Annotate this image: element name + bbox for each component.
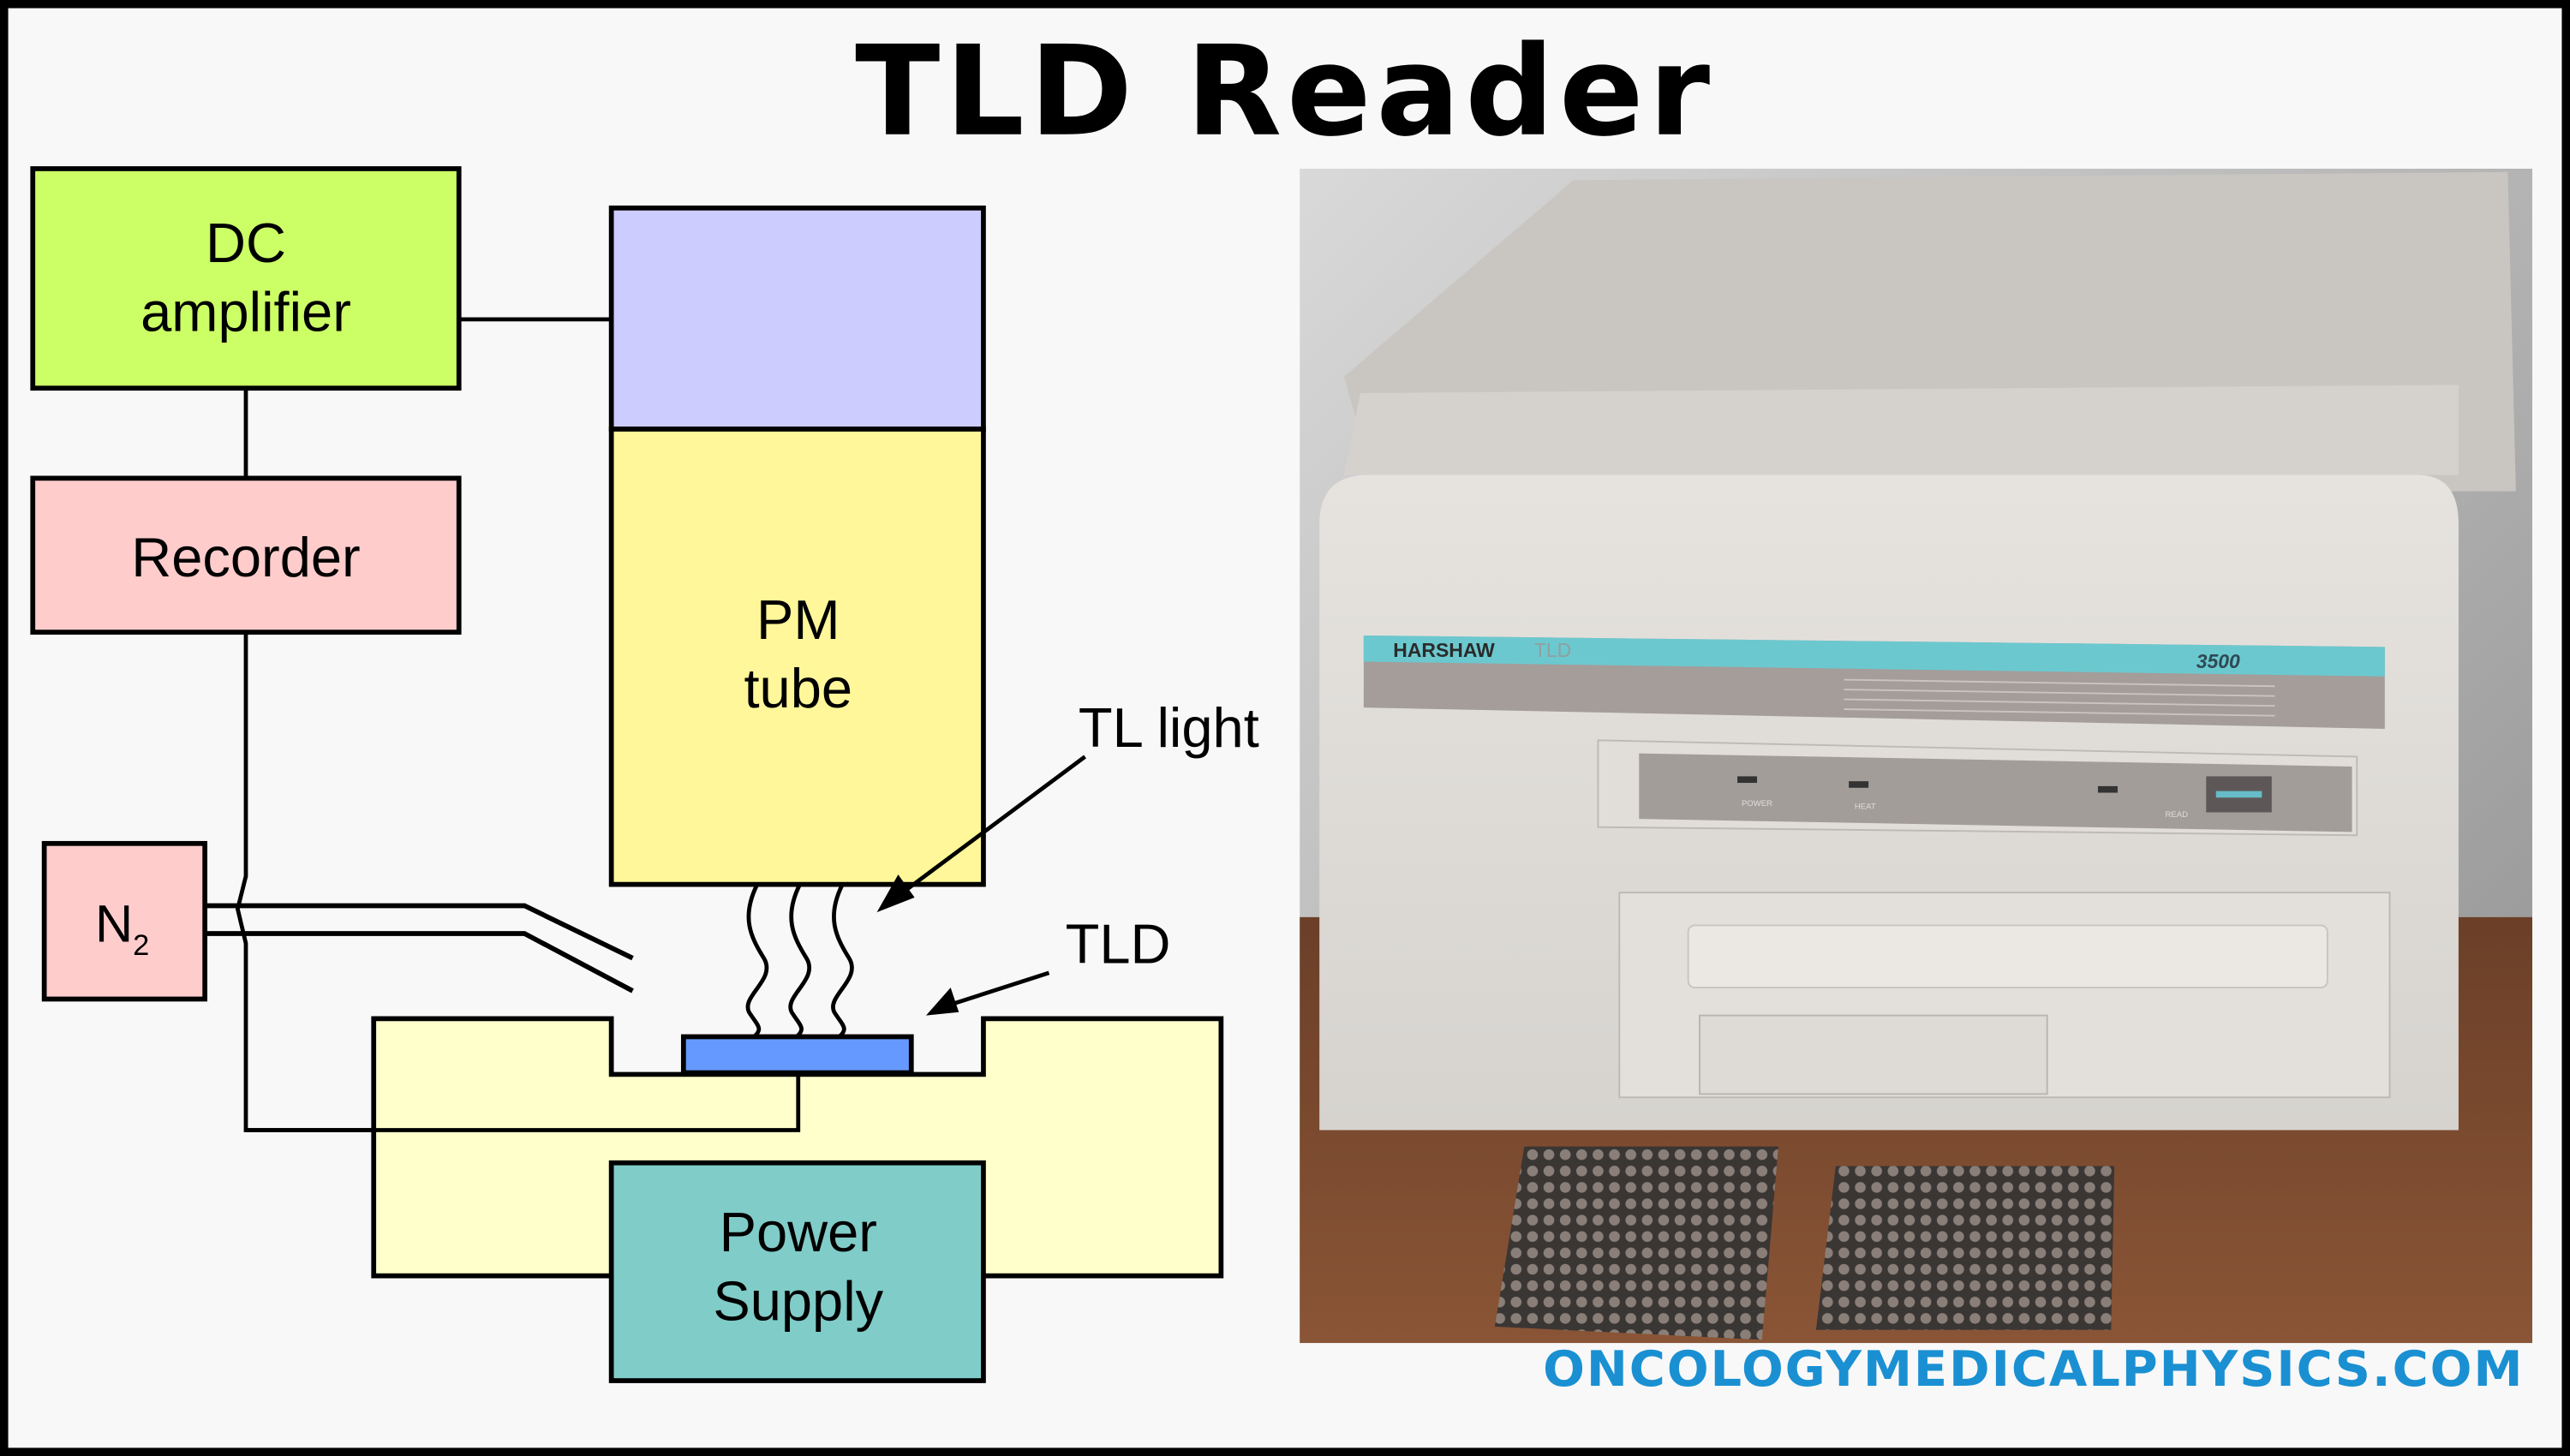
- dc-amplifier-box: DC amplifier: [30, 166, 462, 391]
- brand-label: HARSHAW: [1393, 639, 1495, 661]
- n2-label: N2: [95, 895, 149, 962]
- power-supply-label-2: Supply: [713, 1269, 883, 1332]
- n2-box: N2: [41, 840, 208, 1002]
- pm-tube-photocathode: [608, 205, 986, 432]
- pm-tube-body: [608, 427, 986, 887]
- recorder-label: Recorder: [131, 526, 360, 588]
- dc-amplifier-label-2: amplifier: [140, 280, 351, 343]
- watermark-text: ONCOLOGYMEDICALPHYSICS.COM: [1543, 1340, 2524, 1398]
- page-title: TLD Reader: [855, 20, 1715, 164]
- tld-reader-photo: HARSHAW TLD 3500 POWER HEAT READ: [1300, 168, 2532, 1344]
- power-supply-box: Power Supply: [608, 1160, 986, 1383]
- tld-chip: [680, 1034, 914, 1076]
- power-indicator-label: POWER: [1742, 799, 1772, 809]
- tl-light-arrow: [897, 755, 1087, 898]
- read-label: READ: [2166, 810, 2189, 820]
- pm-tube: PM tube: [608, 205, 986, 887]
- n2-gas-pipes: [205, 903, 634, 994]
- tld-label: TLD: [1066, 912, 1171, 975]
- tld-arrow: [947, 970, 1050, 1008]
- heat-indicator-label: HEAT: [1855, 803, 1876, 812]
- pm-tube-label-1: PM: [756, 588, 840, 651]
- tld-arrowhead: [925, 988, 959, 1016]
- tl-light-label: TL light: [1079, 696, 1259, 759]
- tl-light-waves: [745, 883, 854, 1039]
- recorder-box: Recorder: [30, 475, 462, 636]
- pm-tube-label-2: tube: [744, 657, 852, 719]
- model-label: 3500: [2196, 650, 2240, 672]
- dc-amplifier-label-1: DC: [206, 212, 286, 274]
- brand-suffix: TLD: [1534, 639, 1571, 661]
- tl-light-arrowhead: [876, 874, 915, 913]
- thermocouple-wire: [245, 1074, 801, 1132]
- power-supply-label-1: Power: [720, 1201, 877, 1263]
